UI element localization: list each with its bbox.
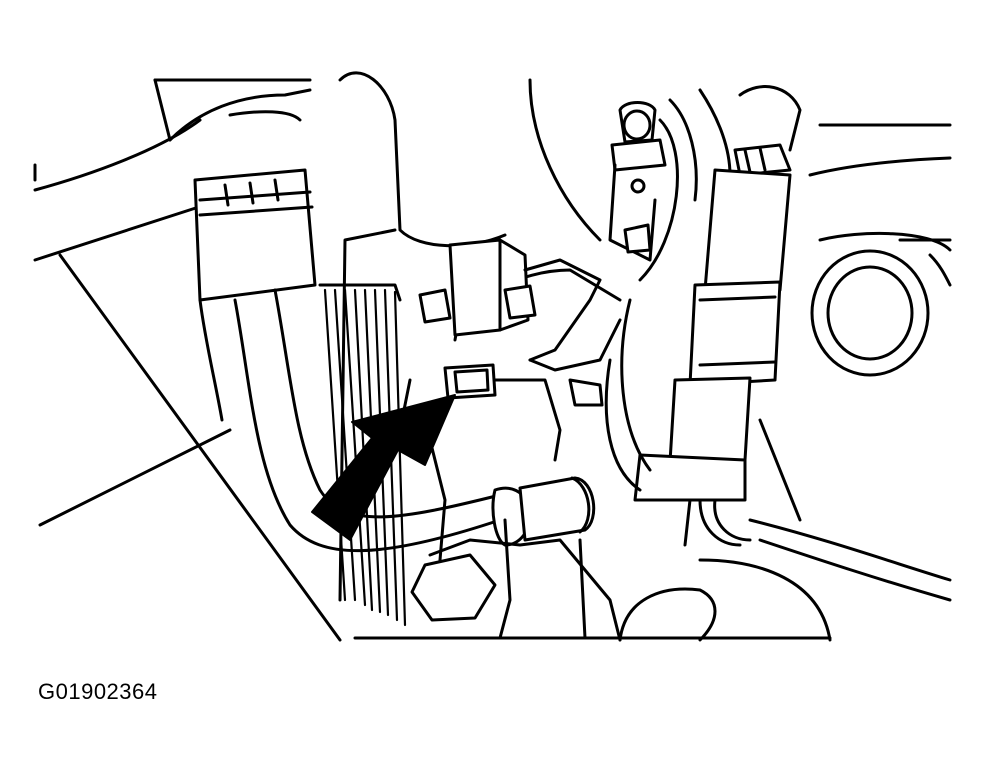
target-bolt xyxy=(443,363,604,462)
pointer-arrow xyxy=(311,394,456,541)
frame-lines xyxy=(33,78,952,642)
wire-harness xyxy=(604,85,802,547)
lower-housing xyxy=(618,418,832,642)
engine-block xyxy=(338,71,622,642)
coolant-pipe xyxy=(233,288,596,553)
lower-bolt xyxy=(410,553,497,622)
upper-hose xyxy=(168,88,317,422)
bracket xyxy=(418,238,622,372)
figure-code: G01902364 xyxy=(38,679,158,704)
upper-stud xyxy=(608,101,679,282)
filler-ring xyxy=(810,231,952,377)
